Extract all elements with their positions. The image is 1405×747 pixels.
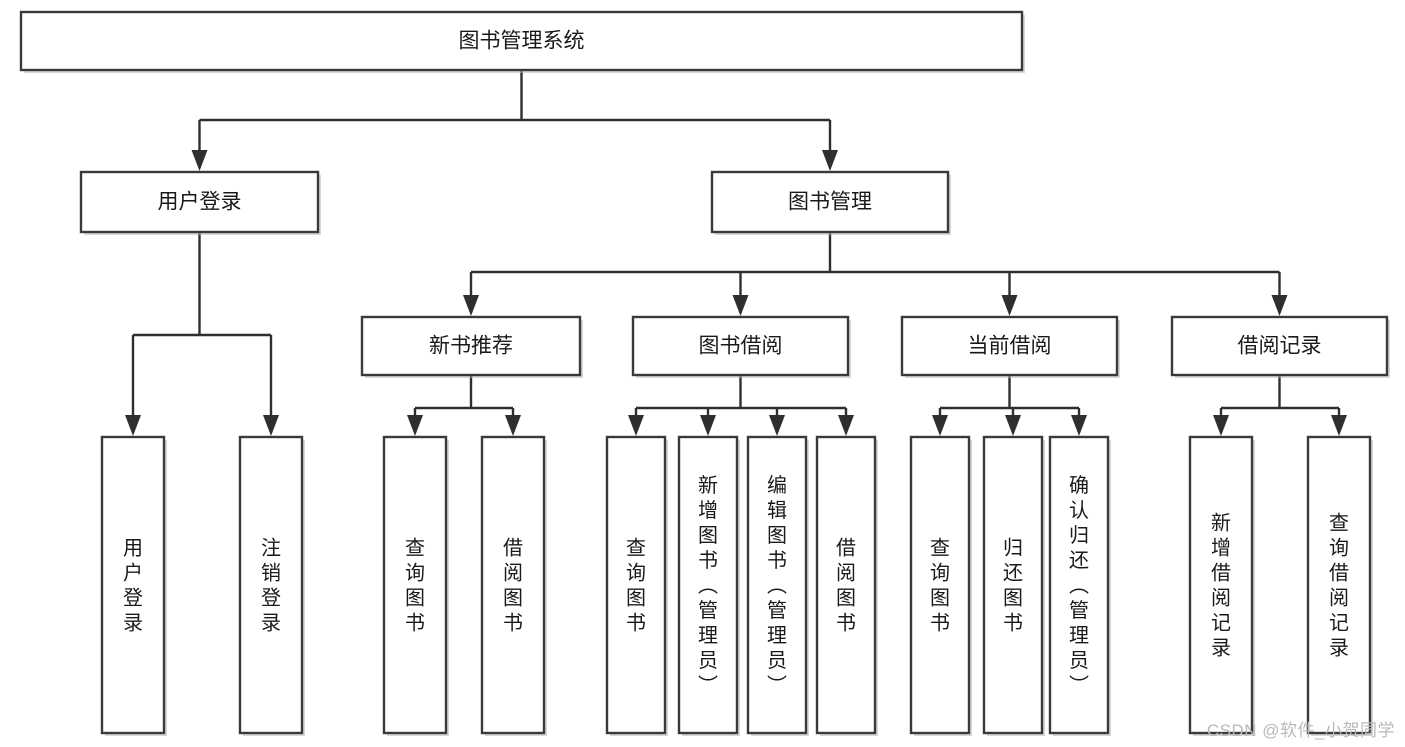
- arrow-head-icon: [263, 415, 279, 436]
- node-label: 查询借阅记录: [1329, 512, 1349, 660]
- node-book-manage[interactable]: 图书管理: [710, 170, 951, 235]
- arrow-head-icon: [822, 150, 838, 171]
- node-label: 归还图书: [1003, 537, 1023, 635]
- arrow-head-icon: [191, 150, 208, 171]
- arrow-head-icon: [838, 415, 854, 436]
- node-label: 当前借阅: [968, 335, 1052, 358]
- node-label: 用户登录: [123, 538, 143, 635]
- node-label: 图书管理: [788, 191, 872, 214]
- edge-group-current-borrow: [932, 375, 1087, 436]
- node-label: 查询图书: [930, 537, 950, 635]
- node-borrow-record[interactable]: 借阅记录: [1170, 315, 1390, 378]
- node-label: 注销登录: [261, 537, 281, 635]
- edge-group-borrow-record: [1213, 375, 1347, 436]
- node-label: 新增借阅记录: [1211, 512, 1231, 660]
- edge-group-book-borrow: [628, 375, 854, 436]
- node-book-borrow[interactable]: 图书借阅: [631, 315, 851, 378]
- arrow-head-icon: [932, 415, 948, 436]
- node-leaf-confirm-return[interactable]: 确认归还︵管理员︶: [1048, 435, 1111, 736]
- node-label: 图书借阅: [699, 335, 783, 358]
- arrow-head-icon: [1005, 415, 1021, 436]
- node-label: 查询图书: [626, 537, 646, 635]
- node-label: 编辑图书︵管理员︶: [767, 474, 787, 697]
- arrow-head-icon: [769, 415, 785, 436]
- node-label: 新书推荐: [429, 335, 513, 358]
- node-leaf-query-book-borrow[interactable]: 查询图书: [605, 435, 668, 736]
- node-leaf-borrow-book-rec[interactable]: 借阅图书: [480, 435, 547, 736]
- node-leaf-user-login[interactable]: 用户登录: [100, 435, 167, 736]
- node-leaf-query-book-current[interactable]: 查询图书: [909, 435, 972, 736]
- node-leaf-add-book[interactable]: 新增图书︵管理员︶: [677, 435, 740, 736]
- arrow-head-icon: [732, 295, 749, 316]
- node-layer: 图书管理系统用户登录图书管理新书推荐图书借阅当前借阅借阅记录用户登录注销登录查询…: [19, 10, 1390, 736]
- node-user-login[interactable]: 用户登录: [79, 170, 321, 235]
- arrow-head-icon: [1001, 295, 1018, 316]
- node-leaf-borrow-book[interactable]: 借阅图书: [815, 435, 878, 736]
- node-label: 图书管理系统: [459, 30, 585, 53]
- watermark-text: CSDN @软件_小贺同学: [1206, 721, 1395, 740]
- arrow-head-icon: [1071, 415, 1087, 436]
- edge-group-root: [191, 70, 838, 171]
- arrow-head-icon: [407, 415, 423, 436]
- node-leaf-add-record[interactable]: 新增借阅记录: [1188, 435, 1255, 736]
- arrow-head-icon: [505, 415, 521, 436]
- node-label: 借阅图书: [836, 537, 856, 635]
- node-new-book-rec[interactable]: 新书推荐: [360, 315, 583, 378]
- arrow-head-icon: [125, 415, 141, 436]
- arrow-head-icon: [1271, 295, 1288, 316]
- arrow-head-icon: [1213, 415, 1229, 436]
- edge-group-user-login: [125, 232, 279, 436]
- node-leaf-edit-book[interactable]: 编辑图书︵管理员︶: [746, 435, 809, 736]
- node-label: 用户登录: [158, 191, 242, 214]
- node-current-borrow[interactable]: 当前借阅: [900, 315, 1120, 378]
- node-leaf-return-book[interactable]: 归还图书: [982, 435, 1045, 736]
- node-root[interactable]: 图书管理系统: [19, 10, 1025, 73]
- arrow-head-icon: [628, 415, 644, 436]
- node-label: 借阅记录: [1238, 335, 1322, 358]
- node-leaf-logout[interactable]: 注销登录: [238, 435, 305, 736]
- arrow-head-icon: [1331, 415, 1347, 436]
- node-leaf-query-record[interactable]: 查询借阅记录: [1306, 435, 1373, 736]
- node-label: 确认归还︵管理员︶: [1069, 474, 1089, 697]
- node-label: 查询图书: [405, 537, 425, 635]
- edge-group-book-manage: [463, 232, 1288, 316]
- arrow-head-icon: [463, 295, 479, 316]
- arrow-head-icon: [700, 415, 716, 436]
- node-leaf-query-book-rec[interactable]: 查询图书: [382, 435, 449, 736]
- node-label: 新增图书︵管理员︶: [698, 474, 718, 697]
- node-label: 借阅图书: [503, 537, 523, 635]
- connector-layer: [125, 70, 1347, 436]
- edge-group-new-book-rec: [407, 375, 521, 436]
